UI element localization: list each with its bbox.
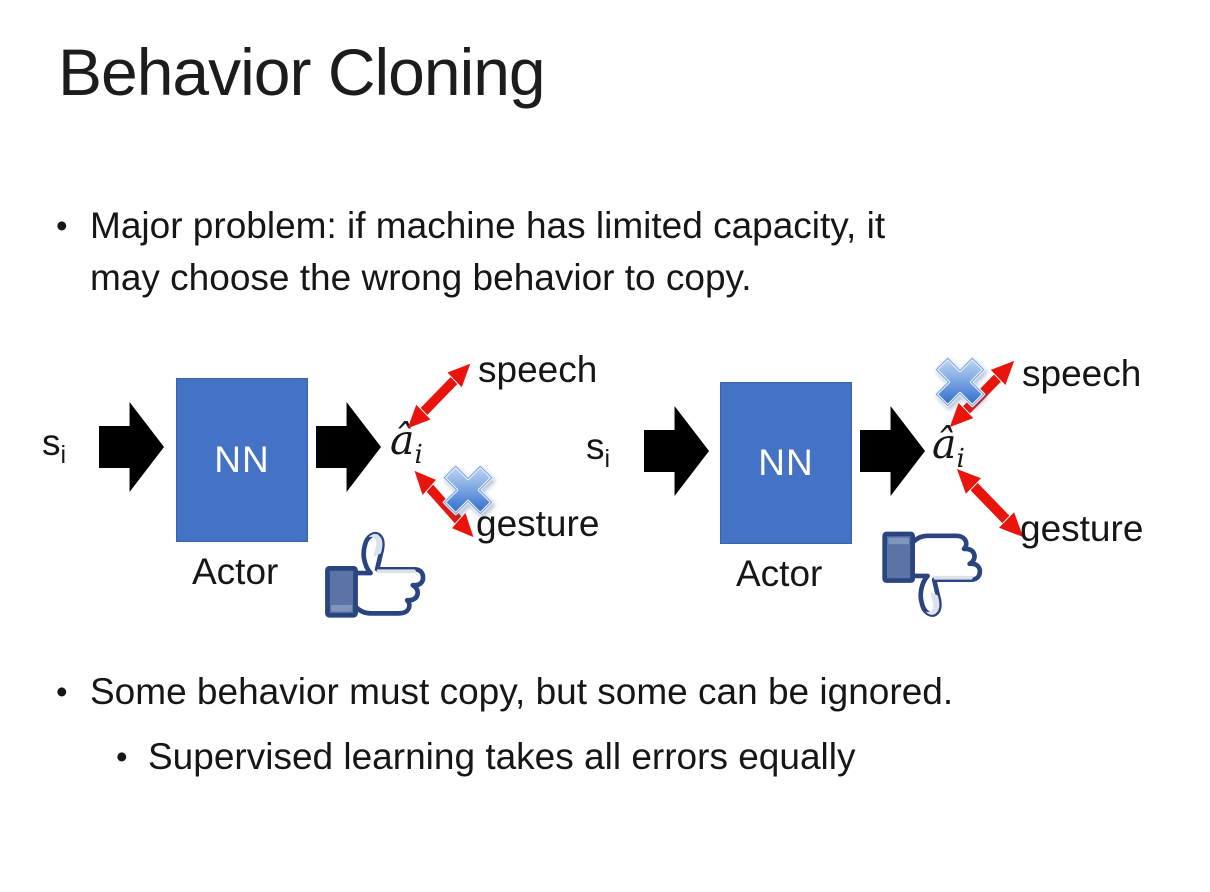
flow-arrow-icon — [316, 399, 383, 495]
flow-arrow-icon — [860, 403, 927, 499]
right-action-symbol: â — [932, 420, 957, 468]
left-state-label: si — [42, 422, 66, 470]
bullet-some-behavior: • Some behavior must copy, but some can … — [56, 666, 953, 718]
left-gesture-label: gesture — [476, 503, 600, 544]
bullet-marker: • — [56, 673, 68, 710]
left-actor-label: Actor — [192, 551, 279, 592]
left-state-subscript: i — [60, 441, 67, 469]
right-action-subscript: i — [956, 444, 965, 474]
right-gesture-label: gesture — [1020, 508, 1144, 549]
left-speech-label: speech — [478, 349, 598, 390]
bullet-major-problem-line1: Major problem: if machine has limited ca… — [90, 205, 886, 246]
bullet-major-problem-text: Major problem: if machine has limited ca… — [90, 200, 885, 304]
cross-out-icon — [929, 350, 991, 414]
left-action-subscript: i — [414, 440, 423, 470]
left-nn-box: NN — [176, 378, 308, 542]
left-state-symbol: s — [42, 422, 61, 463]
bullet-major-problem: • Major problem: if machine has limited … — [56, 200, 885, 304]
bullet-some-behavior-text: Some behavior must copy, but some can be… — [90, 671, 954, 712]
speech-arrow-icon — [405, 361, 473, 431]
bullet-supervised-text: Supervised learning takes all errors equ… — [148, 736, 856, 777]
right-nn-box: NN — [720, 382, 852, 544]
flow-arrow-icon — [644, 403, 711, 499]
right-speech-label: speech — [1022, 353, 1142, 394]
right-state-label: si — [586, 426, 610, 474]
flow-arrow-icon — [99, 399, 166, 495]
right-actor-label: Actor — [736, 553, 823, 594]
left-nn-label: NN — [214, 439, 270, 480]
slide-title: Behavior Cloning — [58, 35, 546, 109]
bullet-marker: • — [56, 207, 68, 244]
thumbs-up-icon — [322, 529, 436, 619]
bullet-marker: • — [116, 738, 128, 775]
bullet-supervised: • Supervised learning takes all errors e… — [116, 731, 855, 783]
right-state-symbol: s — [586, 426, 605, 467]
right-nn-label: NN — [758, 442, 814, 483]
right-action-label: âi — [932, 420, 965, 474]
bullet-major-problem-line2: may choose the wrong behavior to copy. — [90, 257, 752, 298]
right-state-subscript: i — [604, 445, 611, 473]
thumbs-down-icon — [880, 529, 992, 621]
